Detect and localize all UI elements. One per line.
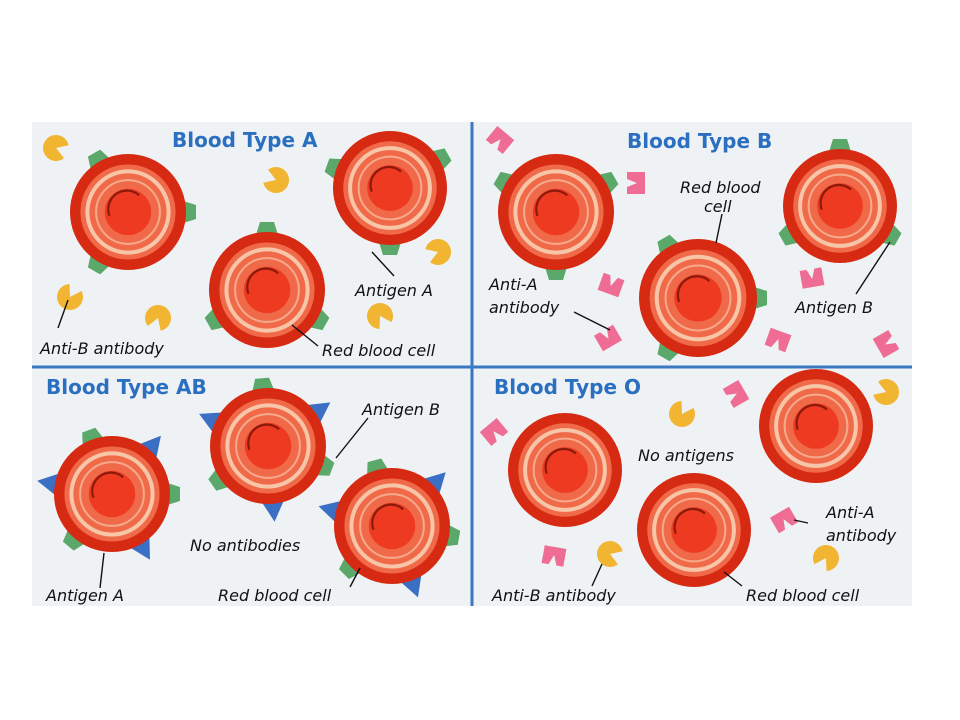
anti-a-antibody — [722, 379, 750, 409]
red-blood-cell-highlight — [535, 189, 568, 217]
red-blood-cell-ring — [235, 413, 301, 479]
red-blood-cell-ring — [798, 164, 882, 248]
red-blood-cell-core — [542, 447, 588, 493]
anti-b-antibody — [669, 401, 696, 427]
red-blood-cell-core — [817, 183, 863, 229]
anti-a-antibody — [479, 418, 509, 446]
red-blood-cell-highlight — [673, 507, 706, 535]
red-blood-cell-ring — [349, 483, 435, 569]
red-blood-cell-core — [104, 188, 152, 236]
panel-type-o-cell-label: Red blood cell — [746, 586, 860, 605]
red-blood-cell-core — [793, 403, 839, 449]
red-blood-cell-core — [244, 422, 292, 470]
red-blood-cell-highlight — [246, 267, 279, 295]
red-blood-cell-core — [532, 188, 580, 236]
panel-type-ab-title: Blood Type AB — [46, 375, 207, 399]
red-blood-cell-ring — [95, 179, 161, 245]
anti-b-antibody — [596, 540, 623, 567]
panel-type-b-antibody-label-line2: antibody — [489, 298, 560, 317]
red-blood-cell-highlight — [676, 275, 711, 303]
red-blood-cell-highlight — [107, 189, 140, 217]
anti-a-antibody — [872, 329, 900, 359]
anti-b-antibody — [873, 379, 900, 406]
red-blood-cell-ring — [664, 264, 732, 332]
panel-type-o-note: No antigens — [638, 446, 734, 465]
red-blood-cell-core — [671, 507, 717, 553]
anti-b-antibody — [367, 303, 394, 329]
red-blood-cell-ring — [654, 254, 742, 342]
panel-type-o-anti-b-label: Anti-B antibody — [491, 586, 616, 605]
red-blood-cell-ring — [357, 155, 423, 221]
anti-a-antibody — [597, 272, 625, 298]
red-blood-cell-ring — [359, 493, 425, 559]
red-blood-cell-highlight — [371, 503, 404, 531]
panel-type-a-cell-label: Red blood cell — [322, 341, 436, 360]
red-blood-cell-ring — [224, 247, 310, 333]
red-blood-cell-ring — [523, 179, 589, 245]
pointer-lines — [57, 213, 891, 589]
panel-type-ab-note: No antibodies — [190, 536, 300, 555]
panel-type-b-antibody-label-line1: Anti-A — [488, 275, 538, 294]
red-blood-cell-core — [367, 165, 413, 211]
panel-type-b-antigen-label: Antigen B — [794, 298, 873, 317]
panel-type-o-title: Blood Type O — [494, 375, 641, 399]
red-blood-cell-ring — [783, 393, 849, 459]
red-blood-cell-ring — [532, 437, 598, 503]
panel-type-b-cell-label-line2: cell — [704, 197, 732, 216]
red-blood-cell-ring — [225, 403, 311, 489]
red-blood-cell-ring — [513, 169, 599, 255]
anti-b-antibody — [42, 134, 69, 161]
red-blood-cell-ring — [774, 384, 858, 468]
anti-b-antibody — [812, 545, 839, 571]
panel-type-b-cell-label-line1: Red blood — [680, 178, 761, 197]
diagram-shapes — [37, 126, 902, 598]
anti-a-antibody — [769, 506, 799, 534]
red-blood-cell-ring — [85, 169, 171, 255]
panel-type-a-antibody-label: Anti-B antibody — [39, 339, 164, 358]
red-blood-cell-ring — [661, 497, 727, 563]
red-blood-cell-highlight — [247, 423, 280, 451]
panel-type-o-anti-a-label-line2: antibody — [826, 526, 897, 545]
anti-b-antibody — [425, 238, 452, 265]
anti-b-antibody — [57, 284, 84, 310]
red-blood-cell-core — [368, 502, 416, 550]
panel-type-a-title: Blood Type A — [172, 128, 318, 152]
red-blood-cell-core — [674, 274, 722, 322]
red-blood-cell-ring — [69, 451, 155, 537]
anti-a-antibody — [799, 267, 825, 289]
anti-a-antibody — [541, 545, 567, 567]
red-blood-cell-ring — [652, 488, 736, 572]
red-blood-cell-highlight — [819, 183, 852, 211]
panel-type-o-anti-a-label-line1: Anti-A — [825, 503, 875, 522]
red-blood-cell-ring — [79, 461, 145, 527]
red-blood-cell-highlight — [369, 165, 402, 193]
red-blood-cell-ring — [523, 428, 607, 512]
anti-a-antibody — [764, 327, 792, 353]
panel-type-ab-antigen-b-label: Antigen B — [361, 400, 440, 419]
panel-type-ab-antigen-a-label: Antigen A — [45, 586, 124, 605]
red-blood-cell-highlight — [544, 447, 577, 475]
red-blood-cell-highlight — [795, 403, 828, 431]
red-blood-cell-ring — [807, 173, 873, 239]
anti-a-antibody — [627, 172, 645, 194]
red-blood-cell-ring — [234, 257, 300, 323]
anti-b-antibody — [145, 304, 172, 331]
red-blood-cell-core — [243, 266, 291, 314]
anti-a-antibody — [485, 126, 515, 154]
red-blood-cell-core — [88, 470, 136, 518]
red-blood-cell-highlight — [91, 471, 124, 499]
panel-type-ab-cell-label: Red blood cell — [218, 586, 332, 605]
anti-b-antibody — [263, 167, 290, 194]
panel-type-a-antigen-label: Antigen A — [354, 281, 433, 300]
red-blood-cell-ring — [348, 146, 432, 230]
panel-type-b-title: Blood Type B — [627, 129, 772, 153]
anti-a-antibody — [593, 324, 623, 352]
